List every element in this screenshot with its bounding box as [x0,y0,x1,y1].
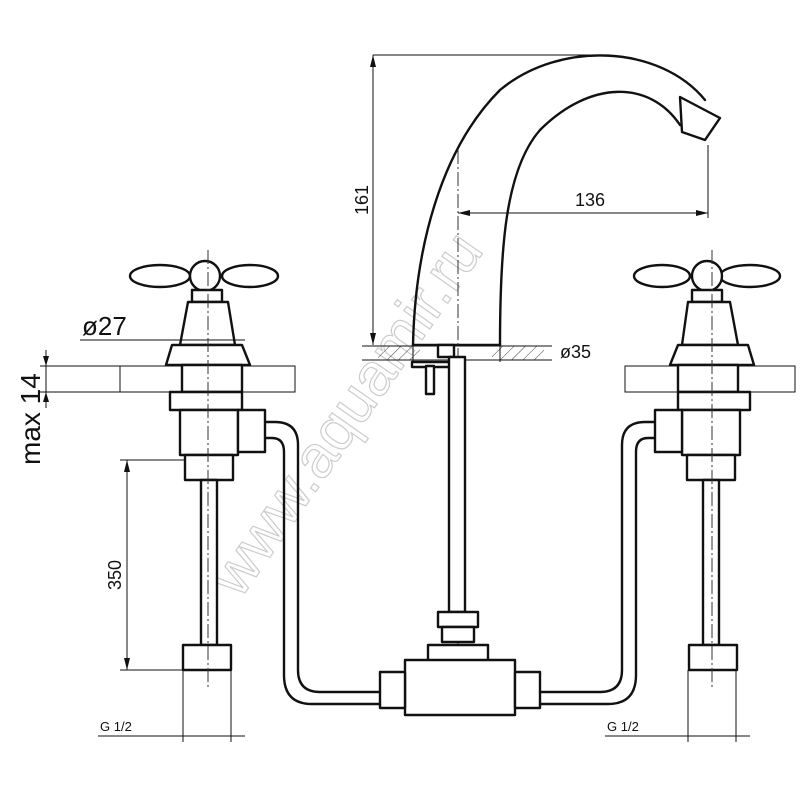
dimension-136: 136 [458,145,709,218]
dimension-max14: max 14 [15,350,120,465]
dimension-d35: ø35 [412,342,591,362]
dimension-label-350: 350 [105,560,125,590]
dimension-thread-right: G 1/2 [605,670,750,742]
dimension-label-thread-left: G 1/2 [100,719,132,734]
dimension-label-max14: max 14 [15,373,46,465]
countertop-center [362,345,552,361]
dimension-label-d27: ø27 [82,311,127,341]
dimension-161: 161 [352,54,600,345]
dimension-350: 350 [105,459,185,671]
hose-left [263,420,382,706]
dimension-label-thread-right: G 1/2 [607,719,639,734]
dimension-d27: ø27 [80,311,245,341]
valve-left [128,250,280,690]
dimension-label-d35: ø35 [560,342,591,362]
dimension-label-161: 161 [352,185,372,215]
dimension-label-136: 136 [575,190,605,210]
dimension-thread-left: G 1/2 [98,670,245,742]
valve-right [632,250,782,690]
hose-right [538,420,657,706]
center-tee [378,355,542,717]
